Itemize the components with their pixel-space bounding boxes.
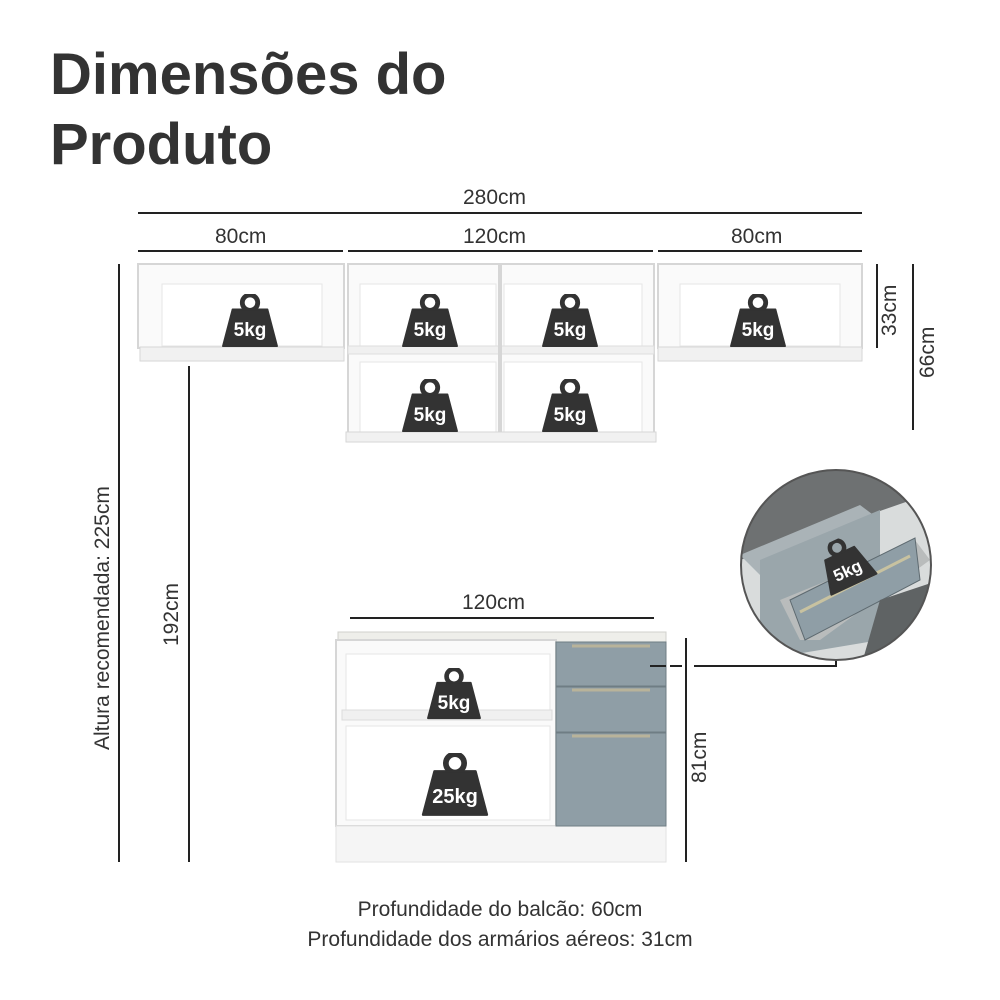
vertical-height-lines <box>118 264 190 862</box>
upper-depth-height-label: 33cm <box>878 284 901 336</box>
upper-total-height-label: 66cm <box>916 326 939 378</box>
title-line-1: Dimensões do <box>50 42 447 107</box>
total-width-label: 280cm <box>463 186 527 209</box>
svg-text:25kg: 25kg <box>432 786 478 808</box>
right-cabinet-width-label: 80cm <box>731 225 783 248</box>
weight-icon-upper-right: 5kg <box>731 295 785 346</box>
weight-icon-lower-mid-2: 5kg <box>543 380 597 431</box>
weight-icon-upper-left: 5kg <box>223 295 277 346</box>
upper-cabinets <box>137 263 863 443</box>
svg-text:5kg: 5kg <box>438 693 471 714</box>
counter-cabinet <box>335 631 667 863</box>
middle-cabinet-width-label: 120cm <box>463 225 527 248</box>
counter-height-label: 81cm <box>688 731 711 783</box>
svg-text:5kg: 5kg <box>234 320 267 341</box>
floor-to-upper-label: 192cm <box>160 582 183 646</box>
width-dimension-lines <box>138 212 862 252</box>
title-line-2: Produto <box>50 112 273 177</box>
weight-icon-upper-mid-2: 5kg <box>543 295 597 346</box>
weight-icon-counter-bottom: 25kg <box>423 754 487 815</box>
svg-text:5kg: 5kg <box>554 320 587 341</box>
svg-text:5kg: 5kg <box>414 320 447 341</box>
upper-height-lines <box>876 264 914 430</box>
weight-icon-counter-shelf: 5kg <box>428 669 480 718</box>
upper-cabinet-middle <box>345 263 657 443</box>
counter-depth-note: Profundidade do balcão: 60cm <box>357 898 643 921</box>
weight-icon-upper-mid-1: 5kg <box>403 295 457 346</box>
page-title: Dimensões do Produto <box>50 40 650 180</box>
drawer-callout-line <box>650 660 837 667</box>
svg-text:5kg: 5kg <box>414 405 447 426</box>
upper-depth-note: Profundidade dos armários aéreos: 31cm <box>307 928 693 951</box>
svg-text:5kg: 5kg <box>554 405 587 426</box>
weight-icon-lower-mid-1: 5kg <box>403 380 457 431</box>
drawer-detail-circle: 5kg <box>740 469 932 661</box>
counter-width-label: 120cm <box>462 591 526 614</box>
recommended-height-label: Altura recomendada: 225cm <box>91 486 114 750</box>
svg-text:5kg: 5kg <box>742 320 775 341</box>
left-cabinet-width-label: 80cm <box>215 225 267 248</box>
